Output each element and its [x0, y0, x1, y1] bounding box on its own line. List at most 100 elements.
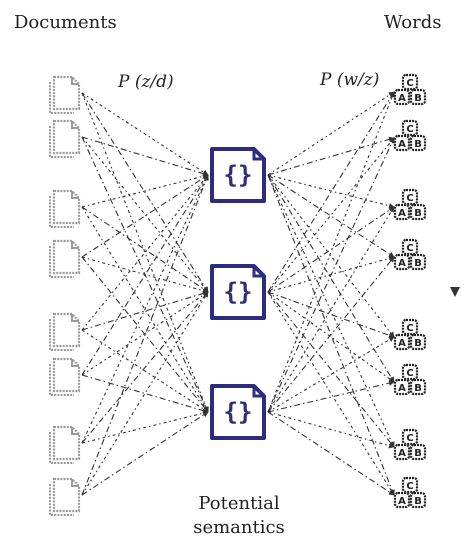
topic-glyph: {}	[224, 278, 253, 306]
edge-doc-topic	[81, 411, 209, 496]
word-letter: B	[414, 338, 422, 349]
edge-topic-word	[267, 91, 395, 293]
word-letter: C	[406, 481, 413, 492]
word-letter: B	[414, 93, 422, 104]
edge-topic-word	[267, 136, 395, 176]
edge-topic-word	[267, 291, 395, 448]
document-column	[49, 75, 81, 516]
edges	[81, 91, 395, 496]
edge-doc-topic	[81, 174, 209, 376]
word-letter: B	[414, 383, 422, 394]
edge-doc-topic	[81, 174, 209, 496]
word-letter: A	[398, 448, 406, 459]
edge-doc-topic	[81, 291, 209, 496]
edge-topic-word	[267, 91, 395, 176]
documents-label: Documents	[14, 12, 117, 33]
topic-code-icon: {}	[210, 264, 266, 320]
edge-doc-topic	[81, 92, 209, 293]
edge-topic-word	[267, 91, 395, 413]
edge-doc-topic	[81, 136, 209, 293]
word-letter: A	[398, 93, 406, 104]
document-icon	[49, 75, 81, 114]
p-z-given-d-label: P (z/d)	[118, 72, 174, 92]
word-letter: B	[414, 139, 422, 150]
word-letter: C	[406, 368, 413, 379]
word-letter: C	[406, 124, 413, 135]
edge-doc-topic	[81, 206, 209, 413]
edge-topic-word	[267, 411, 395, 496]
edge-doc-topic	[81, 291, 209, 376]
document-icon	[49, 312, 81, 351]
word-letter: C	[406, 433, 413, 444]
document-icon	[49, 477, 81, 516]
edge-doc-topic	[81, 256, 209, 294]
word-letter: C	[406, 243, 413, 254]
word-letter: A	[398, 258, 406, 269]
edge-topic-word	[267, 291, 395, 338]
word-letter: B	[414, 208, 422, 219]
document-icon	[49, 119, 81, 158]
words-label: Words	[384, 12, 442, 33]
edge-topic-word	[267, 411, 395, 449]
edge-topic-word	[267, 174, 395, 383]
edge-doc-topic	[81, 174, 209, 444]
document-icon	[49, 425, 81, 464]
edge-doc-topic	[81, 92, 209, 413]
edge-topic-word	[267, 291, 395, 383]
edge-doc-topic	[81, 173, 209, 208]
edge-topic-word	[267, 291, 395, 496]
edge-doc-topic	[81, 374, 209, 414]
edge-topic-word	[267, 206, 395, 293]
topic-code-icon: {}	[210, 147, 266, 203]
small-arrow-marker	[450, 287, 460, 297]
edge-topic-word	[267, 174, 395, 209]
edge-doc-topic	[81, 291, 209, 444]
topic-code-icon: {}	[210, 384, 266, 440]
edge-topic-word	[267, 137, 395, 413]
edge-doc-topic	[81, 410, 209, 444]
edge-topic-word	[267, 174, 395, 338]
word-letter: B	[414, 496, 422, 507]
word-letter: B	[414, 448, 422, 459]
edge-doc-topic	[81, 329, 209, 413]
word-letter: C	[406, 323, 413, 334]
edge-topic-word	[267, 137, 395, 293]
word-letter: C	[406, 193, 413, 204]
word-letter: A	[398, 208, 406, 219]
edge-topic-word	[267, 174, 395, 258]
word-letter: A	[398, 139, 406, 150]
topic-glyph: {}	[224, 398, 253, 426]
word-letter: B	[414, 258, 422, 269]
edge-doc-topic	[81, 136, 209, 177]
edge-doc-topic	[81, 174, 209, 331]
p-w-given-z-label: P (w/z)	[320, 70, 380, 90]
edge-topic-word	[267, 174, 395, 448]
word-letter: A	[398, 383, 406, 394]
edge-doc-topic	[81, 174, 209, 258]
word-letter: A	[398, 496, 406, 507]
edge-topic-word	[267, 256, 395, 413]
edge-doc-topic	[81, 92, 209, 176]
edge-topic-word	[267, 336, 395, 413]
potential-semantics-label: Potential semantics	[193, 493, 285, 538]
edge-topic-word	[267, 380, 395, 413]
document-icon	[49, 357, 81, 396]
document-icon	[49, 189, 81, 228]
topic-glyph: {}	[224, 161, 253, 189]
word-letter: A	[398, 338, 406, 349]
edge-doc-topic	[81, 290, 209, 331]
word-letter: C	[406, 78, 413, 89]
topic-column: {} {} {}	[210, 147, 266, 440]
document-icon	[49, 239, 81, 278]
edge-topic-word	[267, 206, 395, 413]
